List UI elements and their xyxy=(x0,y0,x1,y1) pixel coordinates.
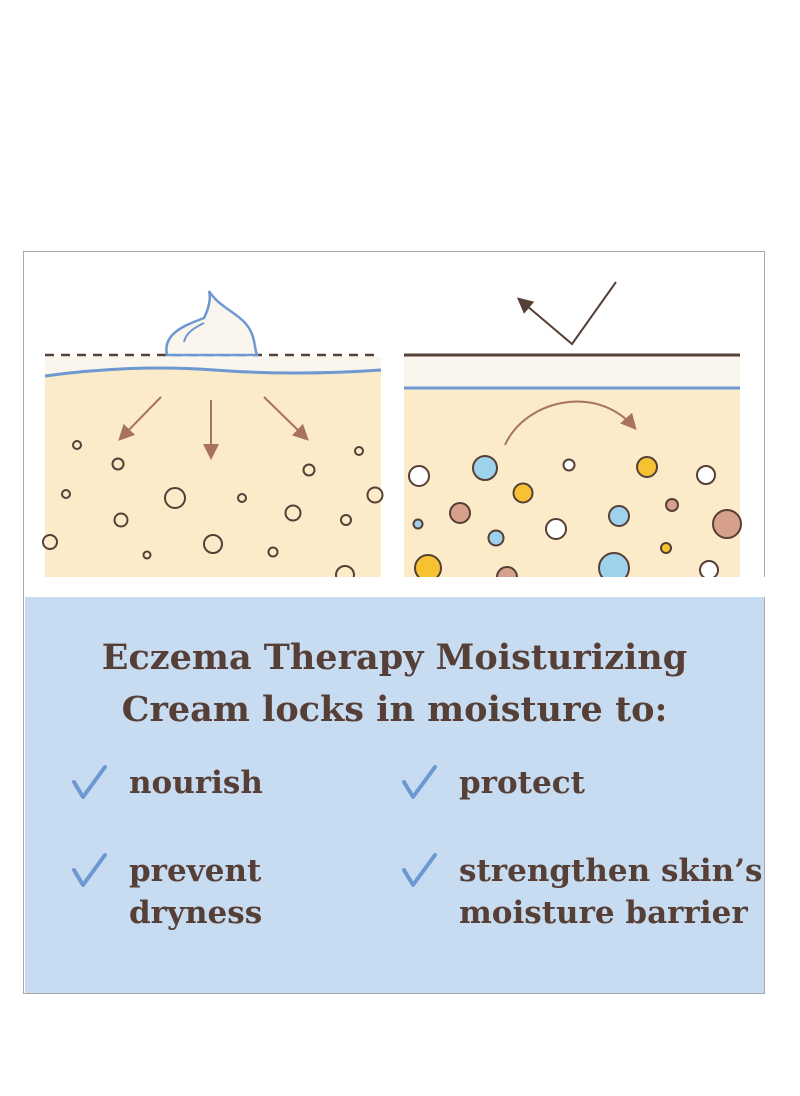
right-skin-panel xyxy=(404,281,742,588)
benefit-label-line-1: prevent xyxy=(129,853,262,889)
check-icon xyxy=(72,853,107,887)
headline: Eczema Therapy Moisturizing Cream locks … xyxy=(25,632,764,736)
infographic-frame: Eczema Therapy Moisturizing Cream locks … xyxy=(23,251,766,994)
penetrate-arrow-right xyxy=(263,396,309,441)
check-icon xyxy=(402,853,437,887)
headline-line-2: Cream locks in moisture to: xyxy=(121,689,668,730)
skin-surface-line xyxy=(44,366,382,378)
benefit-label-line-1: strengthen skin’s xyxy=(459,853,763,889)
benefit-label: nourish xyxy=(129,765,263,801)
left-skin-panel xyxy=(42,290,384,585)
retained-moisture-arrow xyxy=(504,400,637,446)
benefit-label-line-2: dryness xyxy=(129,895,263,931)
deflect-arrow-icon xyxy=(516,281,617,346)
benefit-prevent-dryness: prevent dryness xyxy=(71,850,262,934)
check-icon xyxy=(72,765,107,799)
benefit-strengthen-barrier: strengthen skin’s moisture barrier xyxy=(401,850,762,934)
benefit-label-line-2: moisture barrier xyxy=(459,895,748,931)
check-icon xyxy=(402,765,437,799)
penetrate-arrow-left xyxy=(118,396,162,441)
benefit-protect: protect xyxy=(401,762,585,804)
headline-line-1: Eczema Therapy Moisturizing xyxy=(101,637,688,678)
skin-cells-left xyxy=(42,440,384,585)
skin-comparison-illustration xyxy=(24,281,766,597)
moisture-bubbles xyxy=(408,455,742,588)
benefit-label: protect xyxy=(459,765,585,801)
benefits-panel: Eczema Therapy Moisturizing Cream locks … xyxy=(25,597,764,993)
benefit-nourish: nourish xyxy=(71,762,263,804)
cream-dollop-icon xyxy=(165,290,259,357)
